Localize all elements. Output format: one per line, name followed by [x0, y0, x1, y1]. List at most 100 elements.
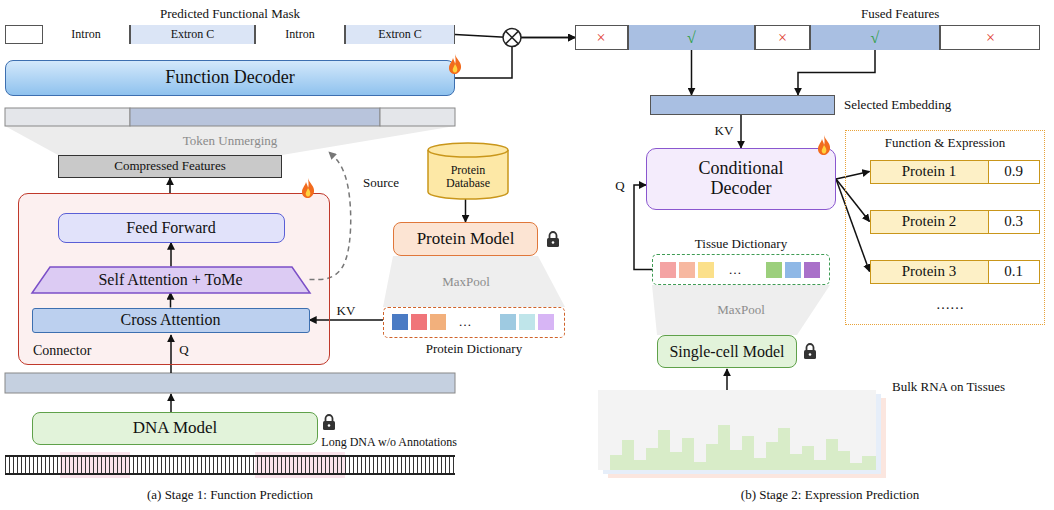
group-heading: Selected Embedding	[844, 98, 951, 112]
ellipsis: …	[729, 263, 742, 277]
node-label: Token Unmerging	[183, 134, 278, 148]
output-panel: Function & ExpressionProtein 10.9Protein…	[845, 130, 1045, 325]
decoder-box: Conditional Decoder	[646, 148, 836, 210]
expression-score: 0.1	[989, 261, 1039, 283]
arrow-connector	[836, 172, 870, 180]
node-label: Cross Attention	[120, 311, 220, 329]
fused-bar: Fused Features×√×√×	[575, 25, 1040, 50]
input-label: Bulk RNA on Tissues	[892, 380, 1005, 394]
edge-label: Q	[613, 179, 626, 193]
arrow-connector	[836, 179, 870, 272]
figure-caption: (b) Stage 2: Expression Prediction	[741, 488, 919, 502]
layer-box: Cross Attention	[32, 308, 310, 333]
model-box: Single-cell Model	[657, 335, 797, 368]
node-label: Intron	[285, 28, 314, 41]
mask-bar: Predicted Functional MaskIntronExtron CI…	[5, 25, 455, 44]
node-label: Function Decoder	[165, 68, 294, 88]
unmerge-trapezoid	[5, 126, 455, 155]
connector-group: ConnectorFeed ForwardSelf Attention + To…	[18, 193, 330, 365]
node-label: Single-cell Model	[669, 343, 784, 361]
node-label: Extron C	[171, 28, 215, 41]
frozen-icon	[804, 344, 816, 359]
group-heading: Function & Expression	[846, 136, 1044, 150]
protein-name: Protein 2	[871, 211, 989, 233]
feature-box: Compressed Features	[58, 155, 282, 178]
protein-row: Protein 10.9	[870, 160, 1040, 184]
input-label: Long DNA w/o Annotations	[321, 436, 457, 449]
arrow-connector	[740, 115, 742, 148]
protein-row: Protein 20.3	[870, 210, 1040, 234]
trainable-icon	[818, 135, 830, 155]
dna-feature-bar	[5, 373, 455, 393]
query-label: Q	[179, 343, 188, 357]
dna-strand	[5, 452, 455, 478]
arrow-connector	[836, 179, 870, 222]
arrow-connector	[465, 199, 467, 222]
token-bar	[380, 108, 455, 126]
maxpool-trapezoid	[383, 256, 565, 307]
ellipsis: …	[459, 315, 472, 329]
node-label: Compressed Features	[114, 159, 226, 173]
group-heading: Predicted Functional Mask	[6, 7, 454, 21]
arrow-connector	[455, 38, 575, 79]
selected-segment: √	[810, 25, 940, 50]
protein-row: Protein 30.1	[870, 260, 1040, 284]
maxpool-trapezoid	[652, 285, 830, 335]
dictionary-squares	[660, 262, 820, 278]
node-label: DNA Model	[133, 419, 218, 438]
expression-score: 0.9	[989, 161, 1039, 183]
database-cylinder: Protein Database	[428, 143, 508, 199]
connector-fill	[18, 193, 330, 365]
node-label: Conditional Decoder	[687, 159, 795, 199]
embedding-bar: Selected Embedding	[650, 95, 835, 115]
token-bar	[5, 108, 130, 126]
layer-trapezoid: Self Attention + ToMe	[32, 267, 310, 293]
node-label: Protein Model	[417, 230, 515, 249]
node-label: Self Attention + ToMe	[98, 271, 242, 289]
frozen-icon	[323, 415, 335, 430]
arrow-connector	[169, 178, 171, 193]
mask-segment: Extron C	[130, 25, 255, 44]
node-label: √	[687, 29, 696, 47]
group-heading: Fused Features	[861, 7, 939, 21]
rejected-segment: ×	[755, 25, 810, 50]
pool-label: MaxPool	[442, 275, 490, 289]
frozen-icon	[547, 232, 559, 247]
protein-name: Protein 1	[871, 161, 989, 183]
group-heading: Protein Dictionary	[384, 342, 564, 356]
arrow-connector	[170, 293, 172, 308]
rejected-segment: ×	[940, 25, 1040, 50]
decoder-box: Function Decoder	[5, 60, 455, 96]
dictionary-box: Protein Dictionary	[383, 307, 565, 338]
edge-label: KV	[713, 124, 736, 138]
dashed-connector	[310, 152, 351, 280]
bulk-rna-plot	[598, 390, 886, 478]
arrow-connector	[170, 243, 172, 267]
token-bar	[130, 108, 380, 126]
unmerge-band: Token Unmerging	[5, 108, 455, 152]
dictionary-squares	[392, 314, 554, 330]
edge-label: Source	[361, 176, 401, 190]
node-label: √	[871, 29, 880, 47]
model-box: Protein Model	[393, 222, 538, 256]
flow-arrow	[170, 335, 172, 373]
ellipsis: ……	[936, 297, 964, 312]
node-label: Intron	[71, 28, 100, 41]
arrow-connector	[798, 50, 875, 95]
flow-arrow	[170, 394, 172, 412]
group-heading: Tissue Dictionary	[653, 237, 829, 251]
rejected-segment: ×	[575, 25, 628, 50]
trainable-icon	[302, 178, 314, 198]
node-label: ×	[986, 29, 995, 47]
node-label: ×	[778, 29, 787, 47]
arrow-connector	[691, 50, 693, 95]
node-label: Extron C	[378, 28, 422, 41]
pool-label: MaxPool	[717, 303, 765, 317]
protein-name: Protein 3	[871, 261, 989, 283]
figure-caption: (a) Stage 1: Function Prediction	[147, 488, 313, 502]
node-label: Feed Forward	[126, 219, 215, 237]
model-box: DNA Model	[32, 412, 318, 445]
expression-score: 0.3	[989, 211, 1039, 233]
arrow-connector	[310, 319, 384, 321]
